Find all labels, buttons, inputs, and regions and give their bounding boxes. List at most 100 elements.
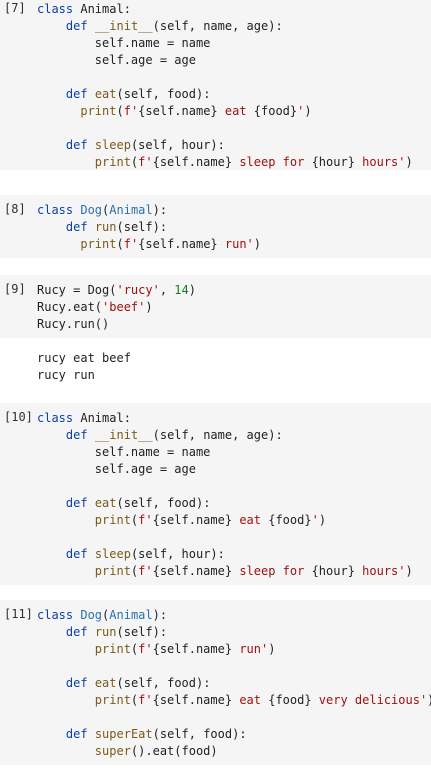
code-line: [37, 658, 431, 675]
code-token: Dog: [80, 608, 103, 622]
code-token: print: [94, 513, 131, 527]
code-token: [37, 564, 95, 578]
output-line: rucy eat beef: [37, 351, 131, 365]
code-token: ):: [152, 608, 168, 622]
execution-count: [10]: [4, 410, 33, 424]
code-token: {food}: [253, 104, 298, 118]
code-token: ): [253, 237, 262, 251]
code-token: (self, hour):: [130, 547, 225, 561]
code-token: f': [138, 155, 153, 169]
code-token: (: [130, 693, 139, 707]
execution-count: [11]: [4, 607, 33, 621]
code-line: def superEat(self, food):: [37, 726, 431, 743]
code-token: ().eat(food): [130, 744, 218, 758]
code-token: f': [123, 237, 139, 251]
code-token: super: [94, 744, 131, 758]
code-token: (: [130, 155, 139, 169]
code-token: (self, food):: [116, 87, 211, 101]
code-input-area[interactable]: [9]Rucy = Dog('rucy', 14)Rucy.eat('beef'…: [0, 275, 431, 338]
code-token: f': [138, 642, 153, 656]
code-line: class Animal:: [37, 1, 413, 18]
code-line: def run(self):: [37, 219, 261, 236]
code-line: super().eat(food): [37, 743, 431, 760]
code-token: Rucy.eat(: [37, 300, 103, 314]
code-token: eat: [232, 513, 269, 527]
code-token: class: [37, 2, 74, 16]
code-line: class Dog(Animal):: [37, 607, 431, 624]
code-token: (self):: [116, 625, 168, 639]
code-token: class: [37, 203, 74, 217]
code-token: (: [130, 642, 139, 656]
code-token: ): [145, 300, 153, 314]
code-line: [37, 529, 413, 546]
code-token: def: [65, 676, 88, 690]
code-token: [88, 625, 95, 639]
code-line: def sleep(self, hour):: [37, 137, 413, 154]
code-token: def: [65, 87, 88, 101]
code-token: class: [37, 411, 74, 425]
execution-count: [8]: [4, 202, 26, 216]
code-token: run': [232, 642, 269, 656]
code-line: def eat(self, food):: [37, 495, 413, 512]
code-token: (: [102, 203, 110, 217]
code-token: ': [297, 104, 305, 118]
code-token: [37, 676, 66, 690]
code-token: print: [80, 237, 117, 251]
code-editor[interactable]: class Animal: def __init__(self, name, a…: [37, 410, 413, 580]
code-token: (self):: [116, 220, 168, 234]
code-token: f': [138, 693, 153, 707]
code-token: {self.name}: [152, 564, 233, 578]
code-token: [88, 19, 95, 33]
code-line: [37, 709, 431, 726]
code-token: sleep: [94, 138, 131, 152]
code-token: Animal:: [73, 411, 131, 425]
execution-count: [9]: [4, 282, 26, 296]
code-line: self.age = age: [37, 52, 413, 69]
code-token: f': [138, 513, 153, 527]
code-line: def eat(self, food):: [37, 675, 431, 692]
execution-count: [7]: [4, 1, 26, 15]
code-token: ):: [152, 203, 168, 217]
code-token: (: [102, 608, 110, 622]
code-line: def eat(self, food):: [37, 86, 413, 103]
code-token: (self, food):: [152, 727, 247, 741]
code-token: sleep for: [232, 155, 312, 169]
code-input-area[interactable]: [11] class Dog(Animal): def run(self): pr…: [0, 600, 431, 765]
code-token: ): [268, 642, 276, 656]
code-token: (self, hour):: [130, 138, 225, 152]
code-token: ): [318, 513, 327, 527]
code-token: [88, 87, 95, 101]
code-editor[interactable]: class Animal: def __init__(self, name, a…: [37, 1, 413, 171]
code-token: [37, 138, 66, 152]
code-line: print(f'{self.name} eat {food} very deli…: [37, 692, 431, 709]
code-token: run: [94, 220, 117, 234]
code-line: def __init__(self, name, age):: [37, 18, 413, 35]
code-token: def: [65, 547, 88, 561]
code-editor[interactable]: class Dog(Animal): def run(self): print(…: [37, 202, 261, 253]
code-token: [88, 727, 95, 741]
code-line: print(f'{self.name} run'): [37, 641, 431, 658]
code-token: [37, 744, 95, 758]
code-token: [37, 625, 66, 639]
code-line: def __init__(self, name, age):: [37, 427, 413, 444]
code-token: sleep: [94, 547, 131, 561]
code-input-area[interactable]: [10] class Animal: def __init__(self, nam…: [0, 403, 431, 585]
code-token: f': [138, 564, 153, 578]
code-line: print(f'{self.name} sleep for {hour} hou…: [37, 154, 413, 171]
code-token: [88, 676, 95, 690]
code-token: Animal:: [73, 2, 131, 16]
code-input-area[interactable]: [8]class Dog(Animal): def run(self): pri…: [0, 195, 431, 258]
code-token: run': [217, 237, 254, 251]
code-line: self.age = age: [37, 461, 413, 478]
code-token: ): [405, 155, 413, 169]
code-token: 'beef': [102, 300, 146, 314]
code-editor[interactable]: class Dog(Animal): def run(self): print(…: [37, 607, 431, 760]
code-token: class: [37, 608, 74, 622]
code-token: eat: [217, 104, 254, 118]
code-token: self.name = name: [37, 445, 211, 459]
code-token: {self.name}: [152, 693, 233, 707]
code-input-area[interactable]: [7] class Animal: def __init__(self, name…: [0, 0, 431, 170]
code-token: self.age = age: [37, 462, 196, 476]
code-editor[interactable]: Rucy = Dog('rucy', 14)Rucy.eat('beef')Ru…: [37, 282, 196, 333]
